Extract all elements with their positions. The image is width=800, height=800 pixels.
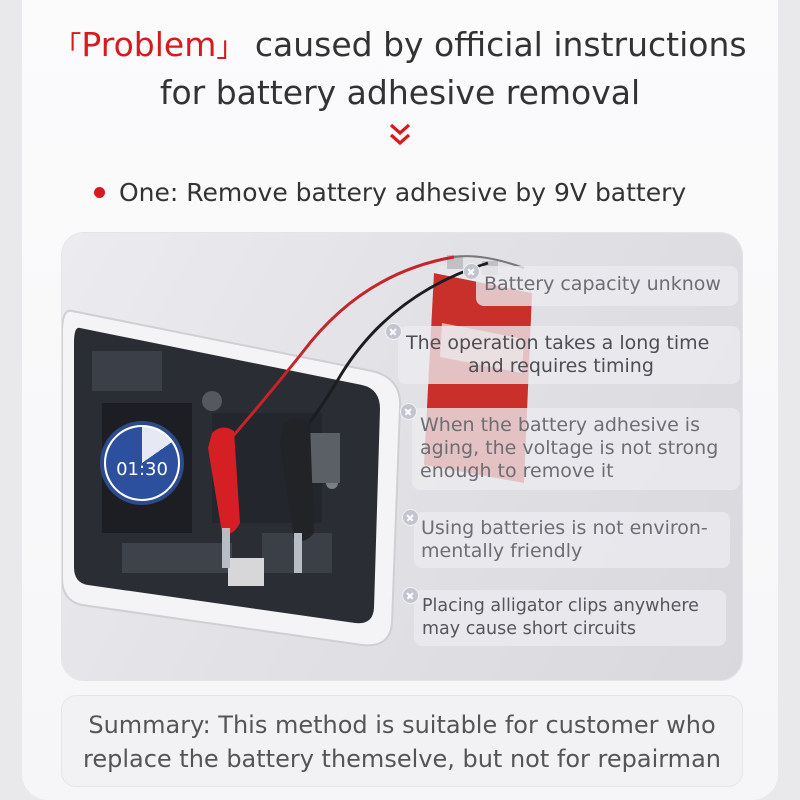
- title-line-2: for battery adhesive removal: [159, 73, 641, 112]
- issue-tag-4-line-2: mentally friendly: [421, 540, 583, 562]
- issue-tag-3-line-3: enough to remove it: [420, 460, 614, 482]
- title-bracket-close: 」: [216, 30, 245, 63]
- issue-tag-1-line-1: Battery capacity unknow: [484, 273, 721, 295]
- issue-tag-3-line-1: When the battery adhesive is: [420, 414, 700, 436]
- timer-clock-icon: [106, 427, 178, 499]
- close-icon: [402, 509, 419, 526]
- section-heading-text: One: Remove battery adhesive by 9V batte…: [119, 178, 687, 207]
- close-icon: [400, 403, 417, 420]
- bullet-dot-icon: [94, 186, 105, 198]
- double-chevron-down-icon: [389, 123, 411, 146]
- issue-tag-2-line-1: The operation takes a long time: [406, 332, 710, 354]
- summary-line-2: replace the battery themselve, but not f…: [83, 745, 721, 773]
- close-icon: [463, 263, 480, 280]
- issue-tag-2: The operation takes a long time and requ…: [398, 326, 740, 384]
- page-title: 「Problem」 caused by official instruction…: [0, 22, 800, 116]
- issue-tag-1: Battery capacity unknow: [476, 266, 738, 306]
- issue-tag-4: Using batteries is not environ- mentally…: [414, 512, 730, 568]
- summary-box: Summary: This method is suitable for cus…: [62, 696, 742, 786]
- issue-tag-3: When the battery adhesive is aging, the …: [412, 408, 740, 490]
- summary-line-1: Summary: This method is suitable for cus…: [88, 711, 716, 739]
- close-icon: [385, 323, 402, 340]
- black-alligator-clip-illustration: [280, 418, 314, 573]
- issue-tag-3-line-2: aging, the voltage is not strong: [420, 437, 719, 459]
- title-bracket-open: 「: [53, 30, 82, 63]
- issue-tag-5-line-1: Placing alligator clips anywhere: [422, 596, 699, 616]
- title-line-1-rest: caused by official instructions: [254, 25, 747, 64]
- issue-tag-5: Placing alligator clips anywhere may cau…: [414, 590, 726, 646]
- red-alligator-clip-illustration: [208, 427, 240, 568]
- close-icon: [402, 587, 419, 604]
- issue-tag-5-line-2: may cause short circuits: [422, 619, 636, 639]
- issue-tag-2-line-2: and requires timing: [468, 355, 654, 377]
- timer-readout: 01:30: [116, 459, 168, 480]
- section-heading: One: Remove battery adhesive by 9V batte…: [94, 176, 686, 210]
- issue-tag-4-line-1: Using batteries is not environ-: [421, 517, 708, 539]
- title-problem-word: Problem: [81, 25, 217, 64]
- title-line-1: 「Problem」 caused by official instruction…: [0, 22, 800, 70]
